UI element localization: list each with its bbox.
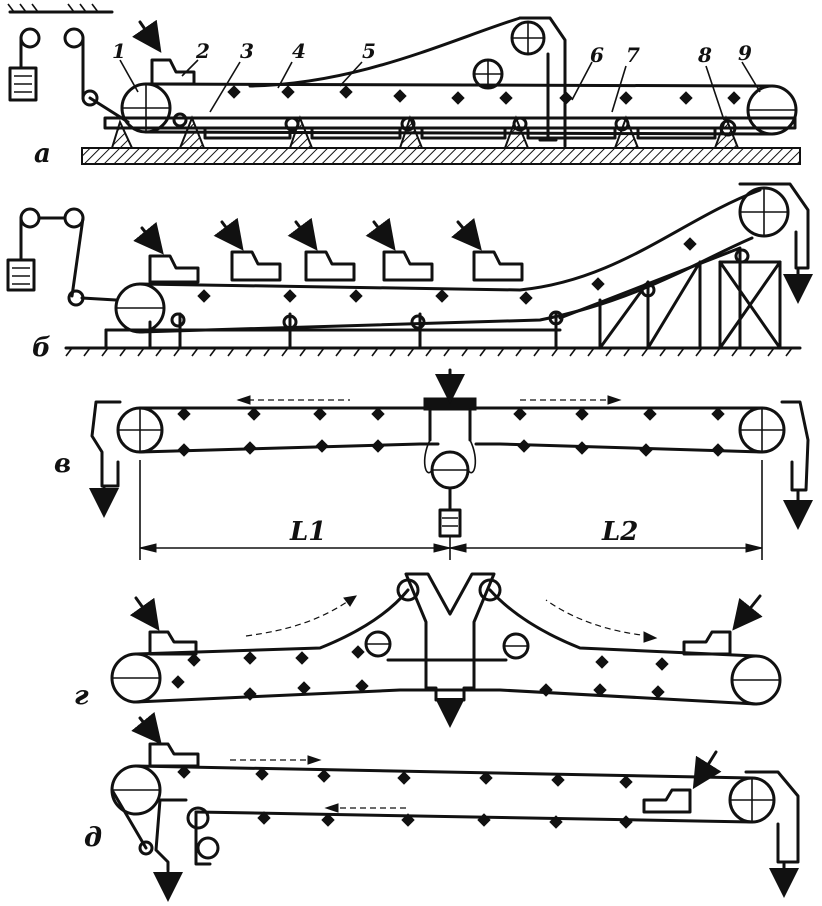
belt-direction-arrows-d xyxy=(230,755,410,813)
head-pulley-b xyxy=(738,182,813,304)
drive-pulley-1 xyxy=(120,82,172,134)
variant-label-g: г xyxy=(74,681,89,711)
ground-a xyxy=(81,147,801,165)
left-tail-pulley-d xyxy=(110,764,162,816)
idlers-v xyxy=(177,407,725,457)
ceiling-support xyxy=(7,3,114,14)
right-head-pulley-d xyxy=(728,770,800,898)
label-7: 7 xyxy=(626,43,640,67)
right-head-pulley-v xyxy=(738,400,813,530)
label-9: 9 xyxy=(738,41,752,65)
variant-label-v: в xyxy=(54,449,71,479)
belt-direction-arrows-v xyxy=(236,395,622,405)
y-chute-g xyxy=(364,572,530,728)
label-5: 5 xyxy=(362,39,376,63)
scheme-a: 1 2 3 4 5 6 7 8 9 а xyxy=(7,3,801,169)
variant-label-a: а xyxy=(34,139,51,169)
label-6: 6 xyxy=(590,43,604,67)
idlers-d xyxy=(177,765,633,829)
scheme-d: д xyxy=(84,711,800,902)
conveyor-belt-d xyxy=(110,764,754,850)
take-up-weight xyxy=(8,27,99,107)
scheme-g: г xyxy=(74,572,782,728)
label-8: 8 xyxy=(697,43,712,67)
loading-chutes-g xyxy=(129,594,763,656)
label-1: 1 xyxy=(112,39,126,63)
belt-direction-arrows-g xyxy=(245,595,658,643)
take-up-weight-b xyxy=(6,207,85,307)
variant-label-d: д xyxy=(84,823,102,853)
drive-pulley-b xyxy=(114,282,166,334)
callout-leaders-a xyxy=(119,59,761,121)
ground-b xyxy=(64,346,802,357)
scheme-b: б xyxy=(6,182,813,363)
left-tail-pulley-g xyxy=(110,652,162,704)
label-2: 2 xyxy=(195,39,210,63)
label-4: 4 xyxy=(292,39,306,63)
discharge-unit-d xyxy=(138,798,220,902)
scheme-v: L1 L2 в xyxy=(54,368,813,560)
loading-chute-2 xyxy=(132,19,196,86)
left-head-pulley-v xyxy=(89,400,164,518)
center-loading-v xyxy=(423,368,477,538)
dimension-label-l1: L1 xyxy=(289,517,326,547)
dimension-lines-v xyxy=(139,460,763,560)
idlers-a xyxy=(172,85,741,137)
conveyor-belt-b xyxy=(80,188,762,334)
idlers-b xyxy=(170,237,750,330)
label-3: 3 xyxy=(240,39,254,63)
loading-chutes-d xyxy=(131,711,722,814)
loading-chutes-b xyxy=(133,217,524,284)
conveyor-belt-v xyxy=(138,406,764,454)
right-tail-pulley-g xyxy=(730,654,782,706)
dimension-label-l2: L2 xyxy=(601,517,638,547)
conveyor-belt-a xyxy=(88,82,774,136)
idlers-g xyxy=(171,645,669,701)
variant-label-b: б xyxy=(32,333,51,363)
